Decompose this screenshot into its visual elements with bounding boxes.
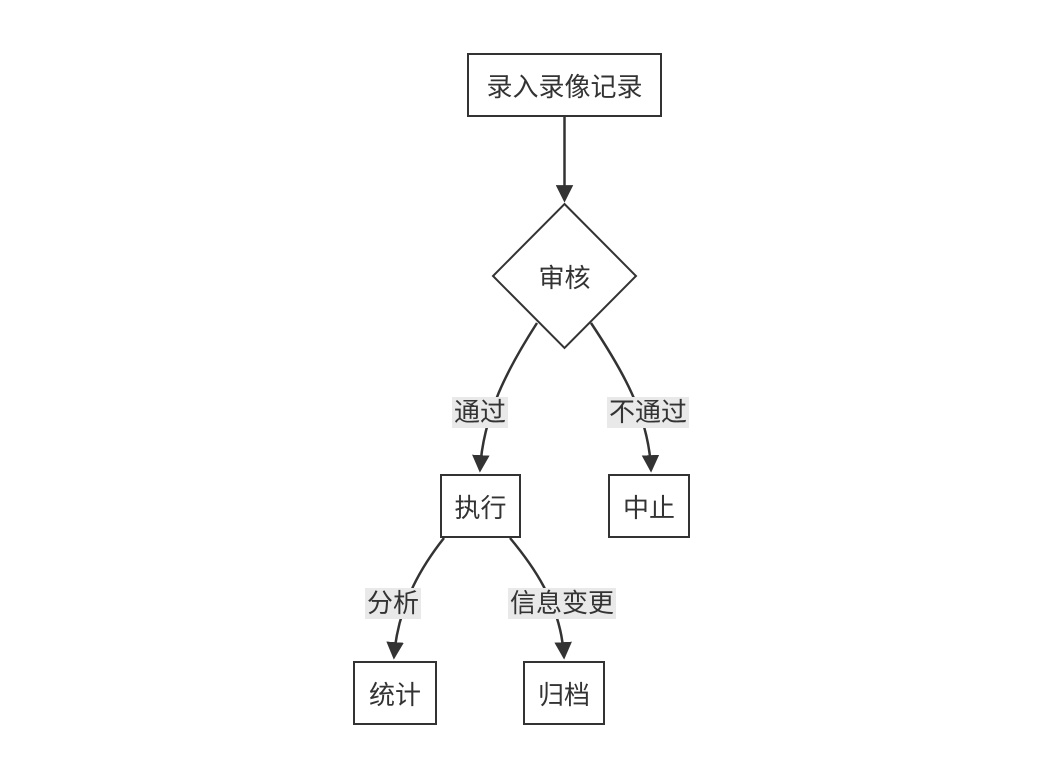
edge-execute-archive [509,537,572,660]
node-stats-label: 统计 [368,679,421,710]
node-archive: 归档 [523,661,605,725]
node-archive-label: 归档 [537,679,590,710]
node-start-label: 录入录像记录 [486,71,643,102]
node-start: 录入录像记录 [467,53,662,117]
edge-execute-stats [386,537,445,660]
node-abort: 中止 [608,474,690,538]
node-abort-label: 中止 [622,492,675,523]
node-review-label: 审核 [538,262,591,293]
node-review-diamond: 审核 [492,260,637,293]
edge-label-change: 信息变更 [508,588,617,619]
node-execute: 执行 [440,474,521,538]
node-stats: 统计 [353,661,437,725]
edge-label-analyze: 分析 [365,588,422,619]
edge-review-execute [472,322,539,473]
node-execute-label: 执行 [454,492,507,523]
edge-review-abort [589,322,660,473]
edge-label-fail: 不通过 [607,397,690,428]
diamond-shape [491,202,638,350]
edge-label-pass: 通过 [452,397,509,428]
